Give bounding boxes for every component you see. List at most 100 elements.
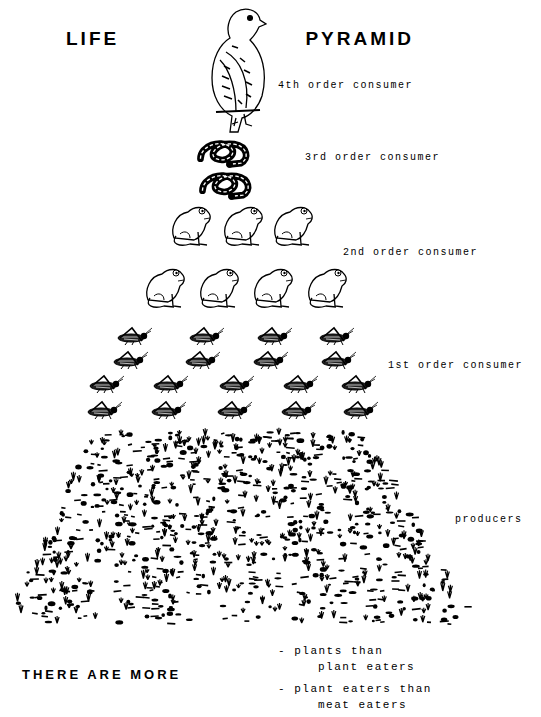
plant-mark — [376, 483, 380, 487]
plant-mark — [147, 587, 153, 589]
plant-mark — [115, 522, 123, 527]
plant-mark — [354, 478, 362, 480]
plant-mark — [142, 607, 150, 609]
plant-mark — [158, 605, 164, 608]
plant-mark — [302, 560, 306, 562]
plant-mark — [154, 478, 160, 480]
plant-mark — [391, 483, 398, 485]
plant-mark — [102, 511, 105, 513]
plant-mark — [64, 596, 68, 604]
plant-mark — [421, 595, 425, 602]
plant-mark — [398, 509, 402, 513]
plant-mark — [224, 575, 228, 582]
plant-mark — [386, 487, 395, 489]
plant-mark — [100, 437, 104, 443]
plant-mark — [142, 526, 151, 528]
summary-note: - plant eaters than meat eaters — [278, 681, 442, 713]
plant-mark — [270, 589, 274, 596]
plant-mark — [344, 581, 353, 583]
plant-mark — [290, 473, 298, 476]
plant-mark — [257, 457, 261, 463]
plant-mark — [114, 580, 119, 583]
plant-mark — [227, 479, 232, 483]
plant-mark — [239, 582, 244, 584]
plant-mark — [160, 536, 163, 540]
plant-mark — [303, 458, 307, 462]
plant-mark — [299, 452, 303, 460]
plant-mark — [356, 580, 360, 586]
plant-mark — [281, 533, 285, 538]
plant-mark — [99, 481, 103, 483]
plant-mark — [60, 518, 64, 522]
plant-mark — [180, 524, 184, 528]
plant-mark — [442, 609, 447, 613]
plant-mark — [206, 436, 210, 440]
plant-mark — [303, 515, 308, 517]
plant-mark — [114, 590, 122, 593]
plant-mark — [37, 596, 43, 600]
plant-mark — [386, 529, 390, 537]
plant-mark — [142, 509, 146, 516]
plant-mark — [190, 479, 195, 481]
plant-mark — [69, 536, 75, 540]
plant-mark — [144, 558, 148, 561]
plant-mark — [377, 564, 381, 571]
plant-mark — [151, 517, 158, 520]
plant-mark — [283, 496, 287, 500]
plant-mark — [159, 581, 162, 584]
plant-mark — [120, 511, 126, 513]
plant-mark — [382, 482, 388, 485]
plant-mark — [38, 594, 47, 596]
plant-mark — [52, 570, 56, 575]
plant-mark — [218, 466, 222, 470]
plant-mark — [378, 488, 384, 490]
plant-mark — [220, 577, 224, 581]
plant-mark — [200, 519, 204, 525]
plant-mark — [151, 557, 158, 560]
plant-mark — [287, 457, 291, 466]
plant-mark — [119, 597, 123, 602]
plant-mark — [142, 557, 149, 562]
plant-mark — [150, 488, 154, 496]
plant-mark — [127, 606, 134, 609]
plant-mark — [227, 578, 231, 586]
plant-mark — [127, 464, 133, 466]
plant-mark — [160, 556, 164, 562]
plant-mark — [154, 458, 160, 463]
plant-mark — [386, 512, 394, 514]
plant-mark — [278, 603, 282, 610]
plant-mark — [44, 606, 47, 611]
plant-mark — [170, 530, 175, 532]
plant-mark — [395, 571, 403, 573]
plant-mark — [253, 484, 262, 486]
plant-mark — [131, 515, 135, 517]
plant-mark — [105, 531, 109, 539]
plant-mark — [179, 560, 183, 565]
plant-mark — [225, 499, 229, 503]
plant-mark — [325, 574, 329, 580]
plant-mark — [201, 445, 208, 448]
plant-mark — [283, 546, 287, 550]
plant-mark — [320, 593, 327, 596]
plant-mark — [16, 593, 20, 602]
plant-mark — [95, 452, 99, 457]
plant-mark — [280, 535, 283, 539]
plant-mark — [153, 538, 159, 540]
plant-mark — [325, 585, 329, 593]
plant-mark — [152, 598, 159, 601]
plant-mark — [250, 538, 254, 543]
plant-mark — [135, 532, 139, 534]
plant-mark — [249, 578, 257, 581]
plant-mark — [217, 551, 221, 557]
plant-mark — [362, 572, 365, 574]
plant-mark — [212, 567, 216, 575]
plant-mark — [289, 466, 293, 471]
plant-mark — [333, 445, 337, 449]
plant-mark — [352, 576, 358, 579]
plant-mark — [71, 585, 78, 589]
plant-mark — [155, 439, 162, 442]
plant-mark — [234, 445, 239, 450]
plant-mark — [334, 478, 341, 480]
plant-mark — [416, 528, 423, 533]
plant-mark — [141, 570, 145, 579]
